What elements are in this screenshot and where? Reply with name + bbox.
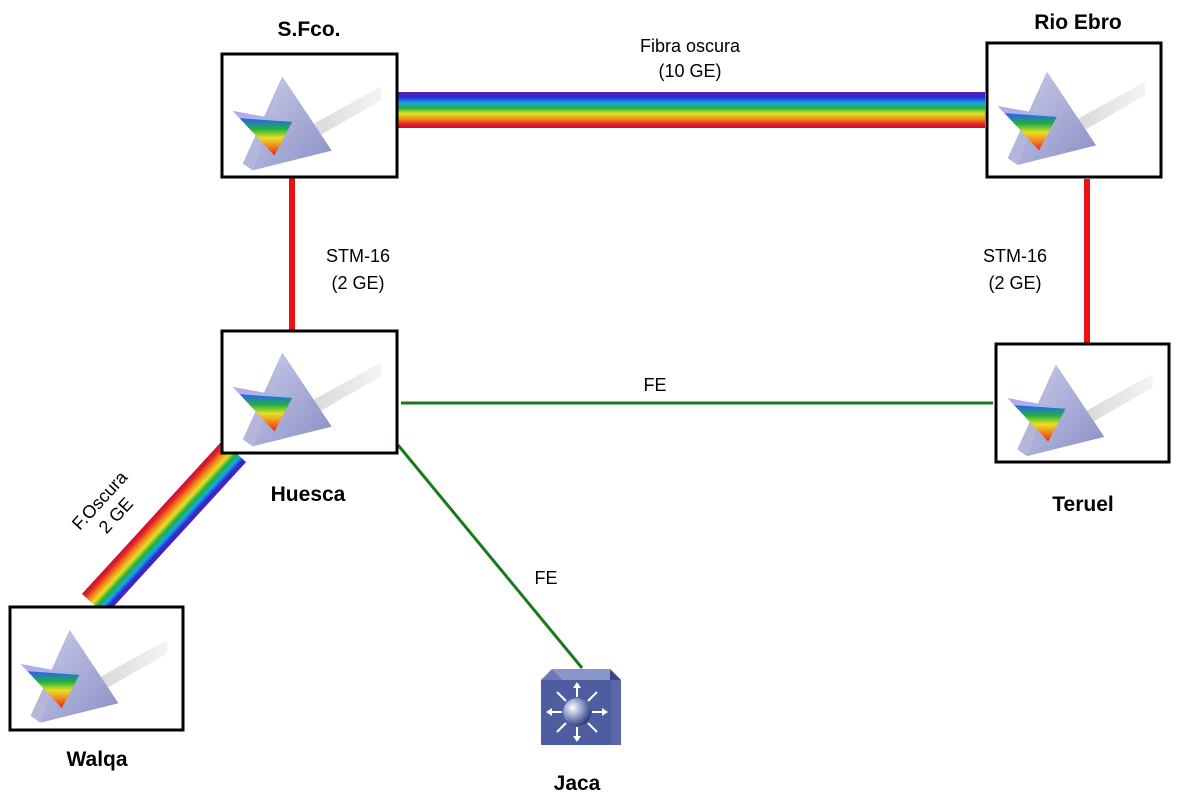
node-label: Walqa	[66, 748, 127, 771]
link-huesca-teruel: FE	[401, 375, 993, 405]
link-label-line2: (10 GE)	[658, 61, 721, 81]
link-label-line2: (2 GE)	[331, 273, 384, 293]
link-label-line1: Fibra oscura	[640, 36, 741, 56]
link-label-line1: FE	[643, 375, 666, 395]
link-sfco-huesca: STM-16 (2 GE)	[289, 177, 390, 332]
node-label: Huesca	[271, 483, 346, 506]
node-rioebro[interactable]: Rio Ebro	[985, 11, 1163, 179]
link-huesca-jaca: FE	[396, 444, 584, 669]
node-jaca[interactable]: Jaca	[541, 669, 621, 795]
link-label-line1: FE	[534, 568, 557, 588]
link-label-line2: (2 GE)	[988, 273, 1041, 293]
link-rioebro-teruel: STM-16 (2 GE)	[983, 179, 1090, 344]
link-sfco-rioebro: Fibra oscura (10 GE)	[398, 36, 985, 128]
link-label-line1: STM-16	[983, 246, 1047, 266]
node-sfco[interactable]: S.Fco.	[220, 18, 399, 179]
node-walqa[interactable]: Walqa	[8, 605, 185, 771]
node-label: Rio Ebro	[1034, 11, 1122, 34]
node-huesca[interactable]: Huesca	[220, 329, 399, 506]
node-label: Jaca	[554, 772, 601, 795]
node-label: Teruel	[1052, 493, 1113, 516]
link-label-line1: STM-16	[326, 246, 390, 266]
node-teruel[interactable]: Teruel	[994, 342, 1171, 516]
node-label: S.Fco.	[277, 18, 340, 41]
switch-icon	[541, 669, 621, 745]
link-huesca-walqa: F.Oscura 2 GE	[68, 440, 247, 616]
